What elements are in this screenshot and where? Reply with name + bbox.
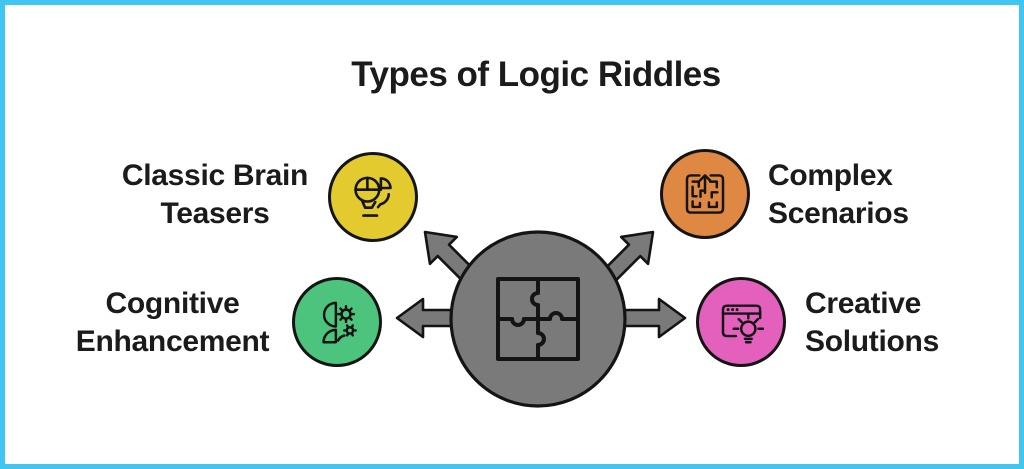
node-creative-solutions [696,277,786,367]
node-classic-brain-teasers [328,152,418,242]
brain-lightbulb-icon [354,176,392,217]
label-complex-scenarios: Complex Scenarios [768,159,909,231]
label-classic-brain-teasers: Classic Brain Teasers [121,159,309,231]
maze-arrow-icon [685,174,725,214]
head-gears-icon [322,301,357,344]
node-cognitive-enhancement [292,277,382,367]
page-title: Types of Logic Riddles [351,55,721,94]
window-lightbulb-icon [721,304,765,344]
label-cognitive-enhancement: Cognitive Enhancement [75,287,270,359]
center-hub [395,230,687,408]
label-creative-solutions: Creative Solutions [805,287,939,359]
puzzle-pieces-icon [496,277,580,361]
node-complex-scenarios [660,149,750,239]
